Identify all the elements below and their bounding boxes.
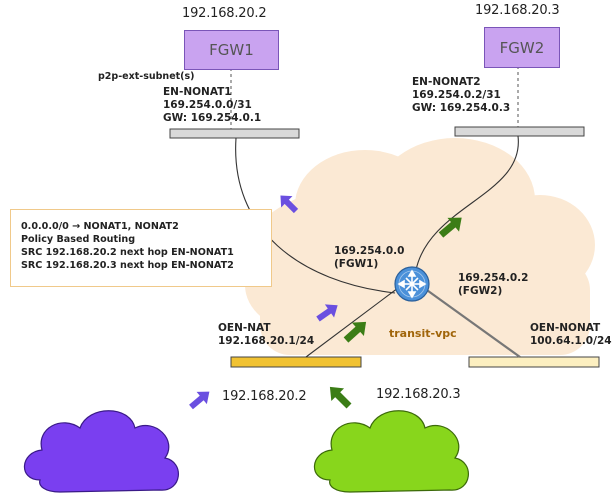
en-nonat1-cidr: 169.254.0.0/31 [163, 99, 252, 111]
green-arrow-upper [438, 217, 462, 238]
router-fgw2-tag: (FGW2) [458, 285, 503, 297]
purple-arrow-lower [189, 391, 210, 410]
en-nonat2-cidr: 169.254.0.2/31 [412, 89, 501, 101]
purple-flow-arrows [189, 195, 338, 410]
en-nonat1-subnet-bar [169, 128, 300, 139]
purple-arrow-upper [280, 195, 299, 214]
router-fgw1-interface-label: 169.254.0.0 (FGW1) [334, 245, 404, 271]
oen-nat-cidr: 192.168.20.1/24 [218, 335, 315, 347]
policy-rule-1: SRC 192.168.20.2 next hop EN-NONAT1 [21, 247, 234, 258]
oen-nonat-label: OEN-NONAT 100.64.1.0/24 [530, 322, 612, 348]
en-nonat1-gw: GW: 169.254.0.1 [163, 112, 262, 124]
oen-nonat-name: OEN-NONAT [530, 322, 601, 334]
router-fgw2-interface-label: 169.254.0.2 (FGW2) [458, 272, 528, 298]
green-arrow-lower [329, 386, 352, 409]
fgw1-ip-label: 192.168.20.2 [182, 6, 267, 21]
purple-arrow-middle [316, 304, 338, 322]
transit-vpc-cloud [240, 138, 595, 355]
green-flow-arrows [329, 217, 462, 409]
p2p-ext-subnet-caption: p2p-ext-subnet(s) [98, 71, 195, 82]
green-arrow-middle [343, 321, 367, 343]
en-nonat1-label: EN-NONAT1 169.254.0.0/31 GW: 169.254.0.1 [163, 86, 261, 125]
oen-nonat-cidr: 100.64.1.0/24 [530, 335, 612, 347]
client-right-ip-label: 192.168.20.3 [376, 387, 461, 402]
oen-nat-subnet-bar [230, 356, 362, 368]
nonat2-to-router-link [415, 135, 519, 271]
en-nonat1-name: EN-NONAT1 [163, 86, 232, 98]
en-nonat2-name: EN-NONAT2 [412, 76, 481, 88]
en-nonat2-subnet-bar [454, 126, 585, 137]
green-client-cloud [313, 410, 469, 493]
fgw2-box[interactable]: FGW2 [484, 27, 560, 68]
fgw1-box[interactable]: FGW1 [184, 30, 279, 70]
policy-default-route: 0.0.0.0/0 → NONAT1, NONAT2 [21, 221, 179, 232]
policy-rule-2: SRC 192.168.20.3 next hop EN-NONAT2 [21, 260, 234, 271]
policy-title: Policy Based Routing [21, 234, 136, 245]
en-nonat2-gw: GW: 169.254.0.3 [412, 102, 511, 114]
policy-routing-box: 0.0.0.0/0 → NONAT1, NONAT2 Policy Based … [10, 209, 272, 287]
router-to-oen-nonat-link [423, 287, 521, 358]
oen-nat-name: OEN-NAT [218, 322, 271, 334]
router-to-oen-nat-link [305, 287, 399, 358]
en-nonat2-label: EN-NONAT2 169.254.0.2/31 GW: 169.254.0.3 [412, 76, 510, 115]
oen-nonat-subnet-bar [468, 356, 600, 368]
purple-client-cloud [23, 410, 179, 493]
router-fgw1-ip: 169.254.0.0 [334, 245, 405, 257]
transit-vpc-label: transit-vpc [389, 327, 457, 340]
fgw2-ip-label: 192.168.20.3 [475, 3, 560, 18]
nonat1-to-router-link [235, 137, 396, 294]
oen-nat-label: OEN-NAT 192.168.20.1/24 [218, 322, 314, 348]
router-fgw2-ip: 169.254.0.2 [458, 272, 529, 284]
router-fgw1-tag: (FGW1) [334, 258, 379, 270]
transit-router-icon [394, 266, 430, 302]
client-left-ip-label: 192.168.20.2 [222, 389, 307, 404]
